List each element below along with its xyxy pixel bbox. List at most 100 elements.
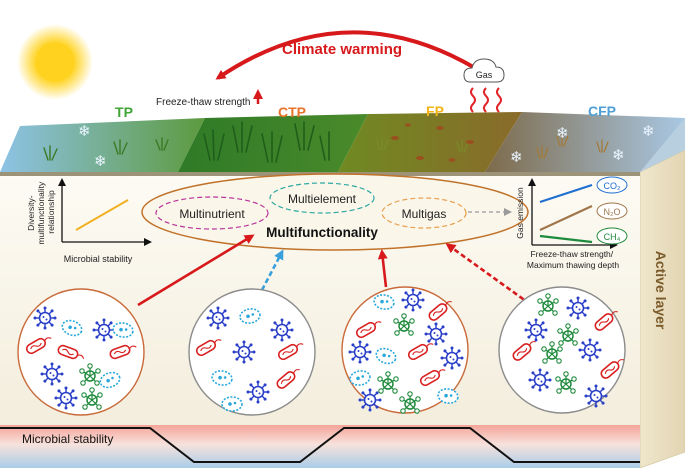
fungus-icon <box>557 323 579 346</box>
sun-icon <box>17 24 93 100</box>
fungus-icon <box>399 391 421 414</box>
n2o-badge <box>596 202 628 220</box>
multigas-label: Multigas <box>402 207 447 221</box>
svg-text:❄: ❄ <box>510 149 523 166</box>
climate-warming-arrow <box>215 30 477 80</box>
archaea-icon <box>221 396 243 412</box>
virus-icon <box>33 306 57 330</box>
gas-emission-waves <box>470 87 502 113</box>
archaea-icon <box>61 319 83 337</box>
bacterium-icon <box>512 341 536 361</box>
ch4-badge <box>596 227 628 245</box>
virus-icon <box>92 318 116 342</box>
bacterium-icon <box>276 369 300 389</box>
multigas-ellipse <box>381 197 467 229</box>
virus-icon <box>578 338 602 362</box>
archaea-icon <box>375 347 397 365</box>
right-plot-ylabel: Gas emission <box>515 187 525 239</box>
bacterium-icon <box>277 343 304 361</box>
virus-icon <box>358 388 382 412</box>
virus-icon <box>270 318 294 342</box>
community2-to-multifunctionality-arrow <box>260 249 284 291</box>
virus-icon <box>246 380 270 404</box>
bacterium-icon <box>195 339 222 357</box>
n2o-label: N₂O <box>604 207 621 217</box>
bacterium-icon <box>428 301 452 321</box>
archaea-icon <box>349 370 371 386</box>
bacterium-icon <box>355 321 382 339</box>
virus-icon <box>528 368 552 392</box>
virus-icon <box>524 318 548 342</box>
fungus-icon <box>541 341 563 364</box>
zone-label-tp: TP <box>115 104 133 120</box>
active-layer-label: Active layer <box>653 251 669 330</box>
bacterium-icon <box>407 343 434 361</box>
archaea-icon <box>373 294 395 310</box>
ch4-trend-line <box>539 234 593 244</box>
n2o-trend-line <box>539 205 593 231</box>
community3-to-multifunctionality-arrow <box>377 249 388 288</box>
archaea-icon <box>239 308 261 324</box>
bacterium-icon <box>109 344 137 360</box>
microbial-stability-line <box>0 427 640 463</box>
co2-trend-line <box>539 183 593 204</box>
bacterium-icon <box>600 359 624 379</box>
community4-to-multifunctionality-arrow <box>445 243 531 306</box>
virus-icon <box>232 340 256 364</box>
zone-label-ctp: CTP <box>278 104 306 120</box>
fungus-icon <box>81 387 103 410</box>
svg-text:Gas: Gas <box>476 70 493 80</box>
bacterium-icon <box>594 311 618 331</box>
multielement-label: Multielement <box>288 192 357 206</box>
community1-to-multifunctionality-arrow <box>137 234 255 307</box>
virus-icon <box>348 340 372 364</box>
left-plot-xlabel: Microbial stability <box>64 254 133 264</box>
virus-icon <box>40 362 64 386</box>
svg-text:❄: ❄ <box>642 123 655 140</box>
multifunctionality-label: Multifunctionality <box>266 225 378 240</box>
virus-icon <box>206 306 230 330</box>
archaea-icon <box>99 371 121 389</box>
archaea-icon <box>112 322 134 338</box>
virus-icon <box>401 288 425 312</box>
virus-icon <box>584 384 608 408</box>
microbe-icons <box>25 288 624 414</box>
gas-cloud-icon: Gas <box>463 58 505 83</box>
freeze-thaw-label: Freeze-thaw strength <box>156 97 251 108</box>
svg-text:❄: ❄ <box>78 123 91 140</box>
svg-text:❄: ❄ <box>556 125 569 142</box>
zone-label-fp: FP <box>426 103 444 119</box>
right-plot-xlabel: Freeze-thaw strength/ Maximum thawing de… <box>527 249 619 270</box>
svg-text:❄: ❄ <box>612 147 625 164</box>
ground-surface <box>0 112 685 176</box>
fungus-icon <box>79 363 101 386</box>
microbial-stability-label: Microbial stability <box>22 432 113 446</box>
multinutrient-label: Multinutrient <box>179 207 245 221</box>
leaf-litter <box>391 123 474 162</box>
multifunctionality-group: Multinutrient Multielement Multigas Mult… <box>141 173 529 251</box>
multinutrient-ellipse <box>155 196 269 230</box>
left-plot-trend-line <box>75 199 129 231</box>
multielement-ellipse <box>269 182 375 214</box>
left-plot-ylabel: Diversity- multifunctionality relationsh… <box>26 179 56 244</box>
bacterium-icon <box>25 337 52 355</box>
climate-warming-title: Climate warming <box>282 41 402 58</box>
virus-icon <box>424 322 448 346</box>
fungus-icon <box>393 313 415 336</box>
snowflake-icons: ❄ ❄ ❄ ❄ ❄ ❄ <box>78 123 655 170</box>
bacterium-icon <box>57 344 85 360</box>
bacterium-icon <box>419 369 446 387</box>
left-mini-plot: Diversity- multifunctionality relationsh… <box>26 178 152 264</box>
fungus-icon <box>377 371 399 394</box>
zone-label-cfp: CFP <box>588 103 616 119</box>
grass-tufts <box>43 121 609 163</box>
virus-icon <box>566 296 590 320</box>
ch4-label: CH₄ <box>604 232 621 242</box>
fungus-icon <box>555 371 577 394</box>
virus-icon <box>440 346 464 370</box>
co2-label: CO₂ <box>604 181 622 191</box>
archaea-icon <box>211 370 233 386</box>
svg-text:❄: ❄ <box>94 153 107 170</box>
